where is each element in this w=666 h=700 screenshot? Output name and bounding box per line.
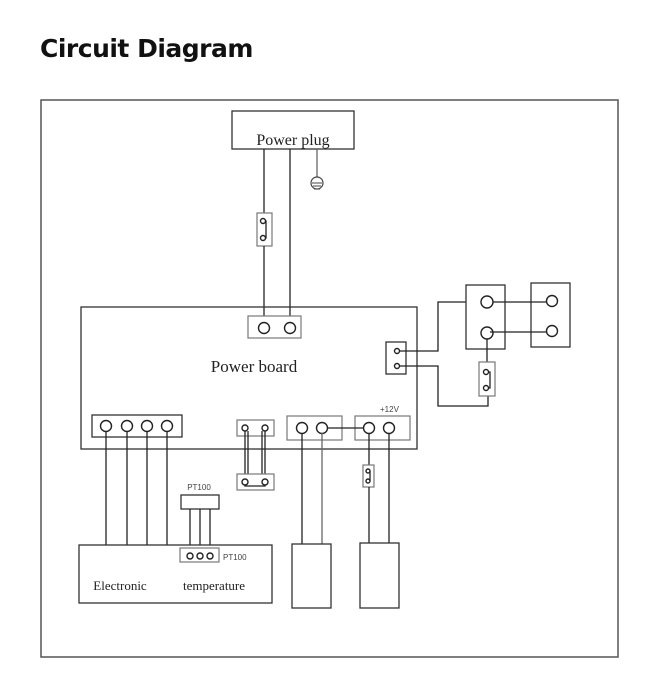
socket-block [530, 282, 571, 348]
controller-label-right: temperature [183, 578, 245, 593]
pt100-port-label: PT100 [223, 553, 247, 562]
voltage-label: +12V [380, 405, 400, 414]
pt100-sensor-label: PT100 [187, 483, 211, 492]
ground-icon [310, 176, 324, 190]
controller-terminal-block [91, 414, 183, 438]
power-board-label: Power board [211, 357, 298, 376]
pt100-port: PT100 [179, 547, 247, 563]
output-connector [385, 341, 407, 375]
fuse-icon [362, 464, 375, 488]
power-plug: Power plug [231, 110, 355, 150]
fuse-icon [478, 361, 496, 397]
load-device-2 [359, 542, 400, 609]
12v-terminal-block: +12V [354, 405, 411, 441]
pt100-sensor: PT100 [180, 483, 220, 551]
power-input-terminal [247, 315, 302, 339]
fuse-icon [256, 212, 273, 247]
load-device-1 [291, 543, 332, 609]
power-board: Power board [80, 306, 418, 450]
power-plug-label: Power plug [256, 132, 329, 149]
page-title: Circuit Diagram [40, 34, 253, 63]
jumper-block [236, 419, 275, 491]
controller-label-left: Electronic [93, 578, 147, 593]
diagram-frame [40, 99, 619, 658]
switch-block [465, 284, 506, 350]
wire [399, 365, 489, 407]
temperature-controller: Electronic temperature [78, 544, 273, 604]
wire [399, 301, 487, 352]
